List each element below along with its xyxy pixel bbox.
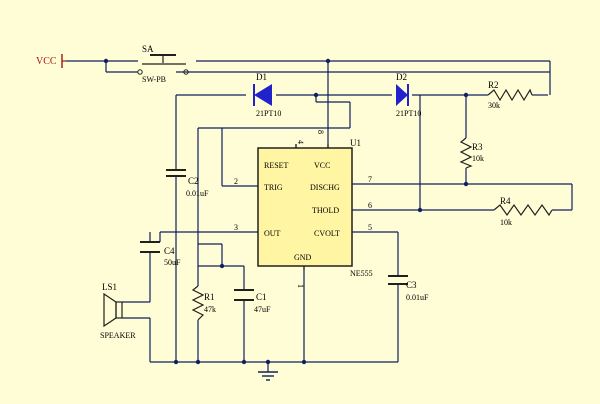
r4-value: 10k — [500, 218, 512, 227]
speaker-part: SPEAKER — [100, 331, 136, 340]
pin-cvolt-label: CVOLT — [314, 229, 340, 238]
pin-out-label: OUT — [264, 229, 281, 238]
capacitor-c2: C2 0.01uF — [166, 169, 209, 198]
resistor-r1: R1 47k — [191, 285, 216, 321]
c4-value: 50uF — [164, 258, 181, 267]
r1-designator: R1 — [204, 292, 215, 302]
r2-designator: R2 — [488, 80, 499, 90]
d1-part: 21PT10 — [256, 109, 281, 118]
vcc-label: VCC — [36, 56, 57, 67]
wires — [66, 60, 573, 372]
pin-number-6: 6 — [368, 201, 372, 210]
pin-number-1: 1 — [296, 284, 305, 288]
ic-designator: U1 — [350, 138, 361, 148]
c1-value: 47uF — [254, 305, 271, 314]
resistor-r2: R2 30k — [487, 80, 533, 110]
resistor-r4: R4 10k — [493, 196, 553, 227]
speaker-ls1: LS1 SPEAKER — [100, 282, 136, 340]
c4-designator: C4 — [164, 246, 175, 256]
switch-sa: SA SW-PB — [137, 44, 189, 84]
diode-d1: D1 21PT10 — [253, 72, 281, 118]
c2-designator: C2 — [188, 176, 199, 186]
pin-number-3: 3 — [234, 223, 238, 232]
c3-designator: C3 — [406, 280, 417, 290]
capacitor-c4: C4 50uF — [140, 232, 181, 267]
c3-value: 0.01uF — [406, 293, 429, 302]
d1-designator: D1 — [256, 72, 267, 82]
capacitor-c1: C1 47uF — [234, 289, 271, 314]
r3-value: 10k — [472, 154, 484, 163]
c2-value: 0.01uF — [186, 189, 209, 198]
diode-d2: D2 21PT10 — [396, 72, 421, 118]
speaker-designator: LS1 — [102, 282, 117, 292]
r1-value: 47k — [204, 305, 216, 314]
ic-part: NE555 — [350, 269, 373, 278]
pin-trig-label: TRIG — [264, 183, 283, 192]
pin-number-7: 7 — [368, 175, 372, 184]
ground-symbol-icon — [258, 371, 278, 381]
r4-designator: R4 — [500, 196, 511, 206]
switch-designator: SA — [142, 44, 154, 54]
pin-thold-label: THOLD — [312, 206, 339, 215]
r2-value: 30k — [488, 101, 500, 110]
pin-dischg-label: DISCHG — [310, 183, 340, 192]
pin-gnd-label: GND — [294, 253, 312, 262]
pin-vcc-label: VCC — [314, 161, 330, 170]
pin-number-2: 2 — [234, 177, 238, 186]
d2-part: 21PT10 — [396, 109, 421, 118]
c1-designator: C1 — [256, 292, 267, 302]
ic-u1: U1 NE555 RESET VCC TRIG DISCHG THOLD OUT… — [234, 130, 373, 288]
r3-designator: R3 — [472, 142, 483, 152]
pin-number-4: 4 — [296, 140, 305, 144]
d2-designator: D2 — [396, 72, 407, 82]
switch-part: SW-PB — [142, 75, 166, 84]
junction-dots — [103, 58, 469, 365]
capacitor-c3: C3 0.01uF — [388, 275, 429, 302]
vcc-port: VCC — [36, 54, 66, 68]
resistor-r3: R3 10k — [459, 137, 484, 169]
pin-number-5: 5 — [368, 223, 372, 232]
pin-reset-label: RESET — [264, 161, 289, 170]
pin-number-8: 8 — [316, 130, 325, 134]
